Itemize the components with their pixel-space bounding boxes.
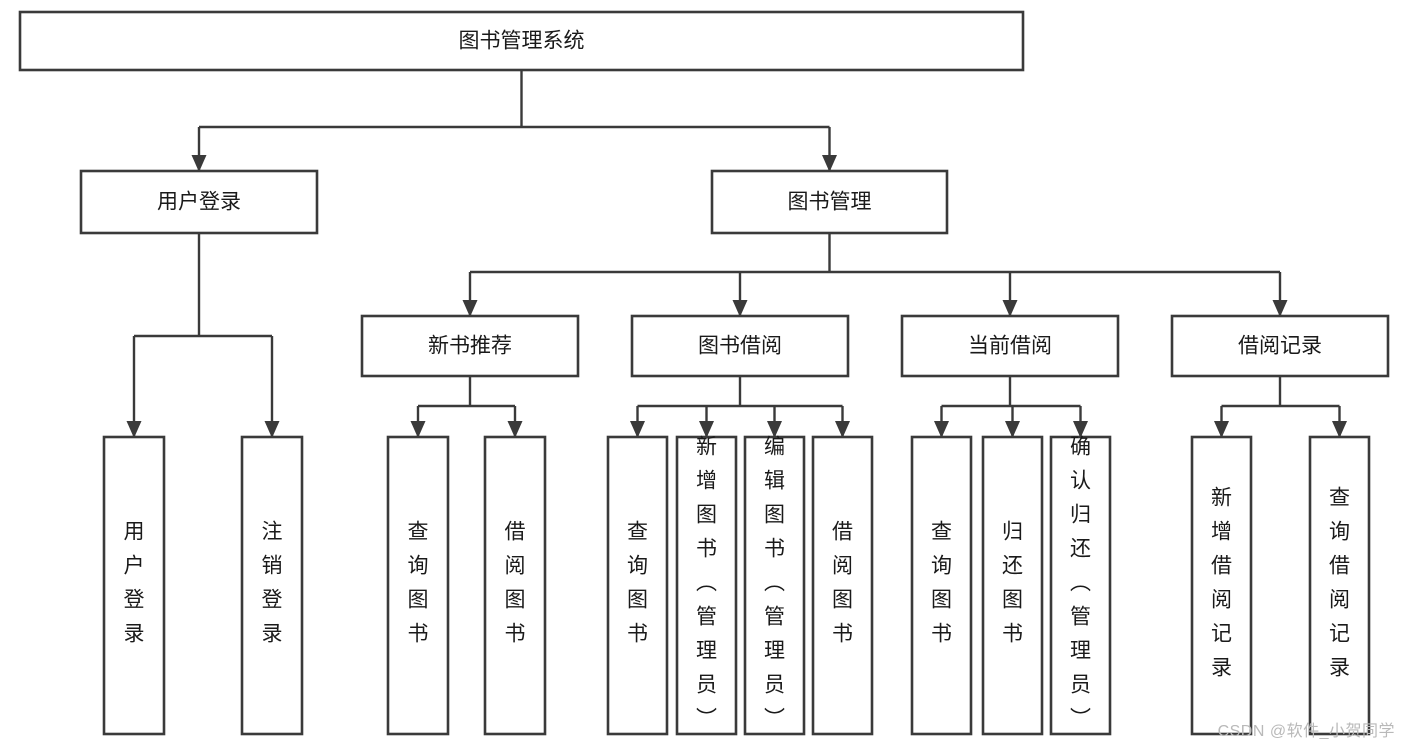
connector-layer [126,70,1347,438]
connector-group-user-login [126,233,280,438]
node-leaf-query-book-borrow[interactable]: 查询图书 [606,435,669,736]
arrow-head-icon [264,421,280,438]
node-book-manage[interactable]: 图书管理 [710,169,949,235]
arrow-head-icon [732,300,748,317]
arrow-head-icon [507,421,523,438]
arrow-head-icon [1002,300,1018,317]
node-leaf-add-borrow-record[interactable]: 新增借阅记录 [1190,435,1253,736]
arrow-head-icon [1272,300,1288,317]
node-box-borrow-record[interactable] [1170,314,1390,378]
node-label-new-book-recommend: 新书推荐 [428,335,512,358]
node-box-leaf-query-borrow-record[interactable] [1308,435,1371,736]
node-label-leaf-borrow-book: 借阅图书 [832,521,853,646]
connector-group-book-manage [462,233,1288,317]
node-label-leaf-add-book-admin: 新增图书︵管理员︶ [696,436,717,731]
node-label-leaf-query-book-borrow: 查询图书 [627,521,648,646]
arrow-head-icon [191,155,207,172]
node-leaf-query-book-recommend[interactable]: 查询图书 [386,435,450,736]
node-label-current-borrow: 当前借阅 [968,335,1052,358]
node-box-leaf-query-book-borrow[interactable] [606,435,669,736]
arrow-head-icon [1073,421,1088,438]
node-label-leaf-add-borrow-record: 新增借阅记录 [1211,487,1232,680]
node-label-leaf-query-book-recommend: 查询图书 [408,521,429,646]
node-label-leaf-edit-book-admin: 编辑图书︵管理员︶ [764,436,785,731]
node-layer: 图书管理系统用户登录图书管理新书推荐图书借阅当前借阅借阅记录用户登录注销登录查询… [18,10,1390,736]
node-leaf-confirm-return-admin[interactable]: 确认归还︵管理员︶ [1049,435,1112,736]
arrow-head-icon [462,300,478,317]
node-book-borrow[interactable]: 图书借阅 [630,314,850,378]
node-box-leaf-add-borrow-record[interactable] [1190,435,1253,736]
csdn-watermark: CSDN @软件_小贺同学 [1217,723,1395,740]
node-label-leaf-confirm-return-admin: 确认归还︵管理员︶ [1070,436,1091,731]
node-box-book-borrow[interactable] [630,314,850,378]
connector-group-book-borrow [630,376,850,438]
node-leaf-logout-login[interactable]: 注销登录 [240,435,304,736]
node-box-leaf-confirm-return-admin[interactable] [1049,435,1112,736]
node-label-leaf-return-book: 归还图书 [1002,521,1023,646]
arrow-head-icon [1332,421,1347,438]
node-label-leaf-logout-login: 注销登录 [262,521,283,646]
node-leaf-borrow-book-recommend[interactable]: 借阅图书 [483,435,547,736]
node-label-book-manage: 图书管理 [788,191,872,214]
connector-group-root [191,70,837,172]
node-box-leaf-edit-book-admin[interactable] [743,435,806,736]
node-label-leaf-borrow-book-recommend: 借阅图书 [505,521,526,646]
node-box-leaf-borrow-book[interactable] [811,435,874,736]
node-box-leaf-borrow-book-recommend[interactable] [483,435,547,736]
node-box-leaf-query-book-current[interactable] [910,435,973,736]
arrow-head-icon [126,421,142,438]
node-box-book-manage[interactable] [710,169,949,235]
node-box-leaf-logout-login[interactable] [240,435,304,736]
node-box-current-borrow[interactable] [900,314,1120,378]
node-leaf-return-book[interactable]: 归还图书 [981,435,1044,736]
arrow-head-icon [1005,421,1020,438]
node-borrow-record[interactable]: 借阅记录 [1170,314,1390,378]
node-leaf-query-book-current[interactable]: 查询图书 [910,435,973,736]
node-label-user-login: 用户登录 [157,191,241,214]
arrow-head-icon [410,421,426,438]
arrow-head-icon [699,421,714,438]
node-box-leaf-add-book-admin[interactable] [675,435,738,736]
node-label-book-borrow: 图书借阅 [698,335,782,358]
node-leaf-borrow-book[interactable]: 借阅图书 [811,435,874,736]
node-label-leaf-user-login: 用户登录 [124,521,145,646]
node-current-borrow[interactable]: 当前借阅 [900,314,1120,378]
node-box-leaf-query-book-recommend[interactable] [386,435,450,736]
node-leaf-query-borrow-record[interactable]: 查询借阅记录 [1308,435,1371,736]
node-box-new-book-recommend[interactable] [360,314,580,378]
arrow-head-icon [630,421,645,438]
node-label-leaf-query-borrow-record: 查询借阅记录 [1329,487,1350,680]
arrow-head-icon [767,421,782,438]
node-box-user-login[interactable] [79,169,319,235]
arrow-head-icon [822,155,837,172]
node-box-root[interactable] [18,10,1025,72]
connector-group-current-borrow [934,376,1088,438]
node-label-borrow-record: 借阅记录 [1238,335,1322,358]
arrow-head-icon [835,421,850,438]
node-leaf-user-login[interactable]: 用户登录 [102,435,166,736]
arrow-head-icon [1214,421,1229,438]
arrow-head-icon [934,421,949,438]
node-label-root: 图书管理系统 [459,30,585,53]
node-new-book-recommend[interactable]: 新书推荐 [360,314,580,378]
node-leaf-add-book-admin[interactable]: 新增图书︵管理员︶ [675,435,738,736]
connector-group-new-book-recommend [410,376,523,438]
node-box-leaf-user-login[interactable] [102,435,166,736]
node-leaf-edit-book-admin[interactable]: 编辑图书︵管理员︶ [743,435,806,736]
node-box-leaf-return-book[interactable] [981,435,1044,736]
connector-group-borrow-record [1214,376,1347,438]
node-label-leaf-query-book-current: 查询图书 [931,521,952,646]
node-user-login[interactable]: 用户登录 [79,169,319,235]
node-root[interactable]: 图书管理系统 [18,10,1025,72]
